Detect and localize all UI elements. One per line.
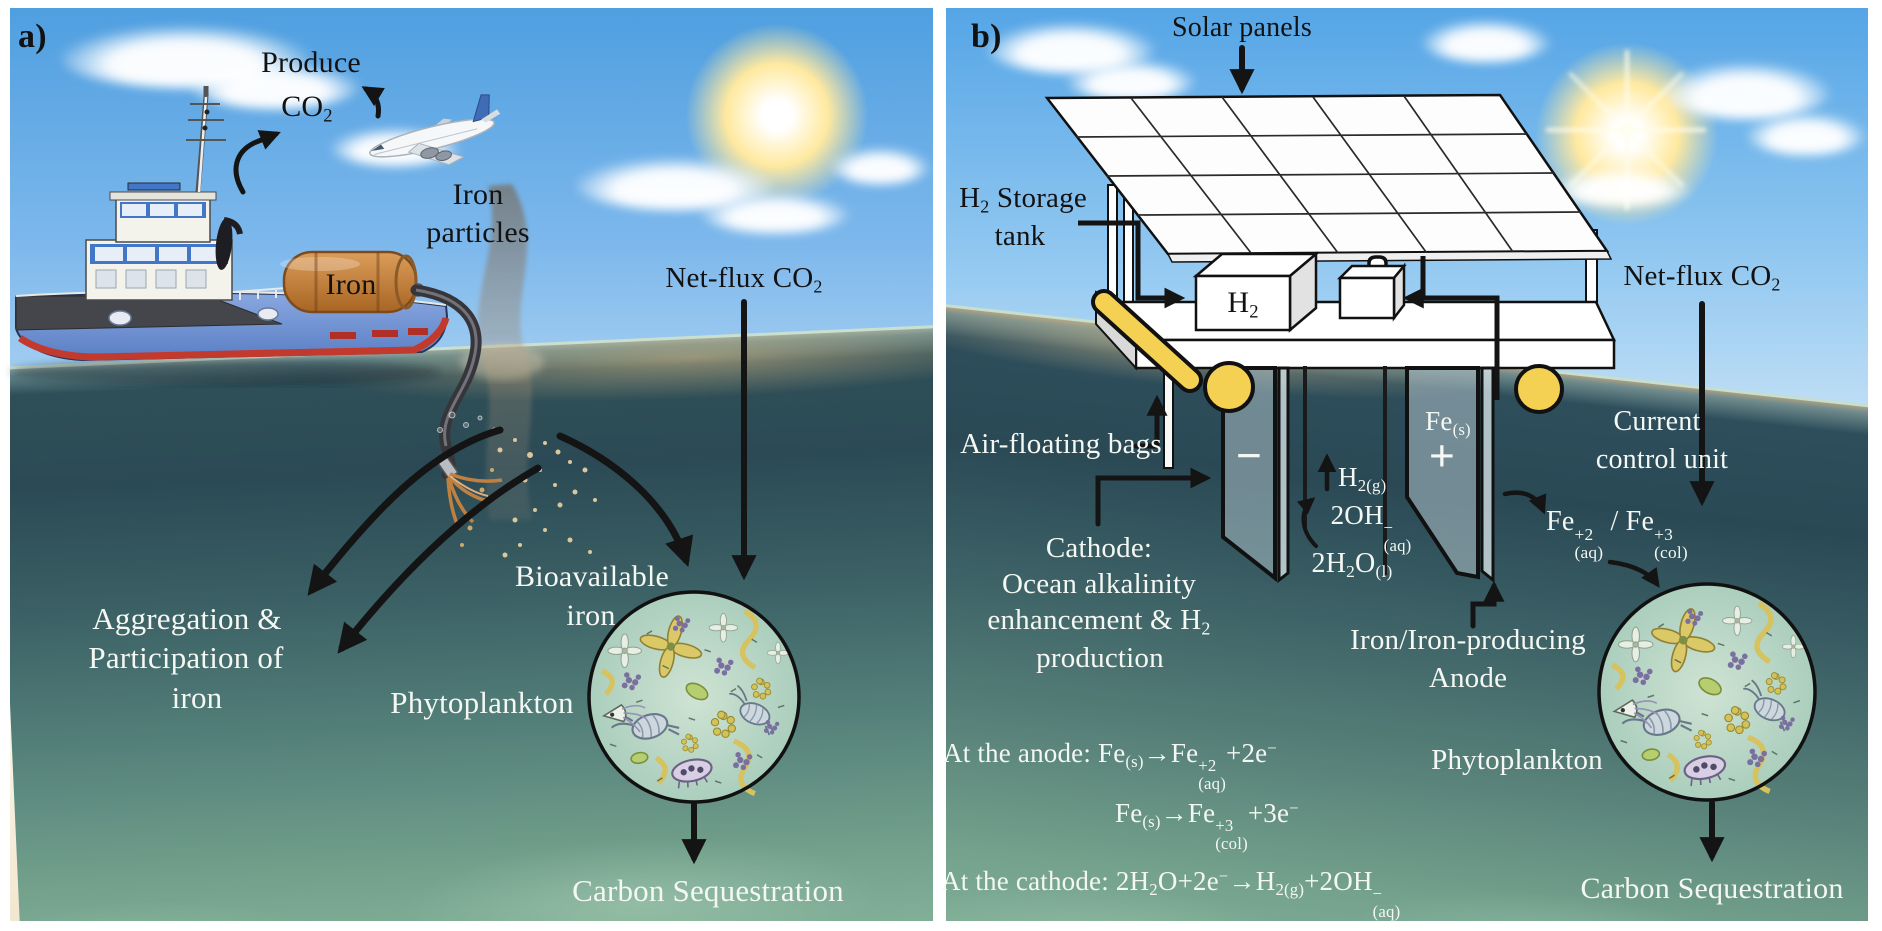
air-floating-bags-label: Air-floating bags (960, 428, 1162, 460)
anode-equation-2: Fe(s)→Fe+3(col)+3e− (1115, 798, 1299, 853)
h2-storage-label-2: tank (994, 220, 1046, 252)
cathode-name-label-2: Ocean alkalinity (1001, 568, 1197, 600)
ship-tank-label: Iron (325, 268, 377, 301)
iron-particles-label-1: Iron (452, 178, 504, 211)
anode-equation-1: At the anode: Fe(s)→Fe+2(aq)+2e− (943, 738, 1277, 793)
cathode-minus-sign: − (1235, 430, 1263, 481)
cathode-name-label-4: production (1036, 642, 1164, 674)
net-flux-label-b: Net-flux CO2 (1623, 260, 1781, 295)
anode-name-label-1: Iron/Iron-producing (1350, 624, 1586, 656)
cathode-name-label-3: enhancement & H2 (987, 604, 1211, 639)
iron-particles-label-2: particles (426, 216, 530, 249)
panel-a (10, 8, 933, 921)
aggregation-label-2: Participation of (88, 640, 284, 675)
phytoplankton-label-b: Phytoplankton (1431, 744, 1603, 776)
carbon-sequestration-label-b: Carbon Sequestration (1580, 872, 1844, 905)
net-flux-label-a: Net-flux CO2 (665, 262, 823, 297)
solar-panels-label: Solar panels (1171, 12, 1313, 43)
aggregation-label-3: iron (171, 680, 223, 715)
anode-name-label-2: Anode (1428, 662, 1508, 694)
h2-box-label: H2 (1227, 286, 1259, 323)
water-liquid-label: 2H2O(l) (1311, 548, 1393, 582)
fe-solid-label: Fe(s) (1425, 406, 1471, 440)
phytoplankton-label-a: Phytoplankton (390, 685, 574, 720)
fe-ions-label: Fe+2(aq) / Fe+3(col) (1546, 506, 1688, 562)
current-control-label-2: control unit (1595, 444, 1729, 475)
panel-b-tag: b) (971, 18, 1002, 55)
panel-a-tag: a) (18, 18, 47, 55)
aggregation-label-1: Aggregation & (92, 601, 282, 636)
bioavailable-label-2: iron (566, 599, 616, 632)
carbon-sequestration-label-a: Carbon Sequestration (572, 873, 844, 908)
h2-storage-label-1: H2 Storage (959, 182, 1087, 217)
bioavailable-label-1: Bioavailable (514, 560, 670, 593)
produce-label: Produce (261, 46, 361, 79)
cathode-equation: At the cathode: 2H2O+2e−→H2(g)+2OH−(aq) (941, 866, 1401, 921)
h2-gas-label: H2(g) (1338, 462, 1387, 496)
cathode-name-label-1: Cathode: (1045, 532, 1153, 564)
hydroxide-label: 2OH−(aq) (1330, 500, 1412, 555)
produce-co2-label: CO2 (281, 90, 333, 127)
current-control-label-1: Current (1613, 406, 1701, 437)
anode-plus-sign: + (1428, 430, 1456, 481)
